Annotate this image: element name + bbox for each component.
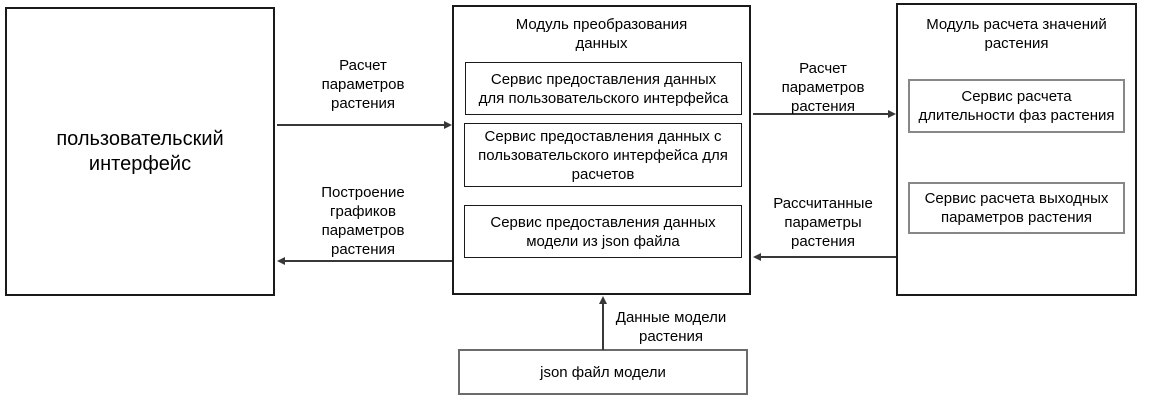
- calc-module-title: Модуль расчета значений растения: [926, 16, 1107, 52]
- service-phase-duration-label: Сервис расчета длительности фаз растения: [918, 88, 1115, 124]
- service-output-params-label: Сервис расчета выходных параметров расте…: [924, 190, 1109, 226]
- arrow-ui-to-transform: [277, 121, 452, 128]
- arrow-transform-to-calc: [753, 110, 896, 117]
- service-model-data-box: Сервис предоставления данных модели из j…: [464, 205, 742, 258]
- flow-label-ui-to-transform: Расчет параметров растения: [321, 57, 405, 112]
- user-interface-label: пользовательский интерфейс: [56, 127, 224, 175]
- service-ui-data-label: Сервис предоставления данных для пользов…: [478, 70, 729, 107]
- service-ui-input-box: Сервис предоставления данных с пользоват…: [464, 123, 742, 187]
- arrow-transform-to-ui: [277, 257, 452, 264]
- flow-label-transform-to-ui: Построение графиков параметров растения: [321, 184, 405, 258]
- user-interface-box: пользовательский интерфейс: [5, 7, 275, 296]
- json-file-box: json файл модели: [458, 349, 748, 395]
- service-output-params-box: Сервис расчета выходных параметров расте…: [908, 182, 1125, 234]
- flow-label-json-to-transform: Данные модели растения: [615, 309, 727, 345]
- flow-label-transform-to-calc: Расчет параметров растения: [781, 60, 865, 115]
- service-phase-duration-box: Сервис расчета длительности фаз растения: [908, 79, 1125, 133]
- transform-module-title: Модуль преобразования данных: [515, 16, 688, 52]
- arrow-json-to-transform: [599, 296, 606, 350]
- service-model-data-label: Сервис предоставления данных модели из j…: [490, 213, 716, 250]
- flow-label-calc-to-transform: Рассчитанные параметры растения: [773, 195, 873, 250]
- calc-module-box: Модуль расчета значений растения: [896, 3, 1137, 296]
- service-ui-data-box: Сервис предоставления данных для пользов…: [465, 62, 742, 115]
- json-file-label: json файл модели: [540, 363, 666, 381]
- arrow-calc-to-transform: [753, 253, 896, 260]
- service-ui-input-label: Сервис предоставления данных с пользоват…: [478, 127, 728, 183]
